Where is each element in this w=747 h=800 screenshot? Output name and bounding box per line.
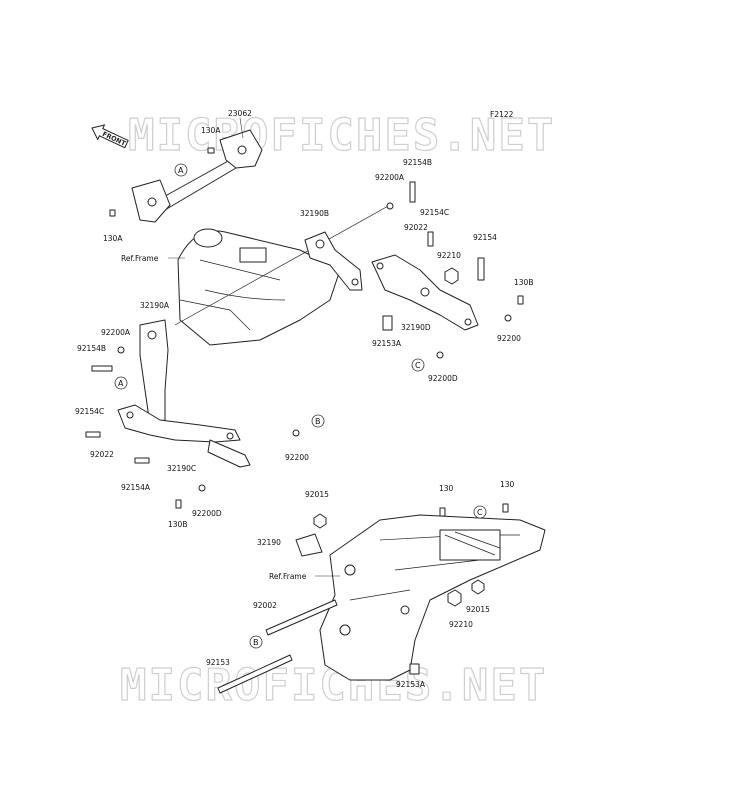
bracket-32190 <box>295 533 323 557</box>
label-92154B-top: 92154B <box>403 158 432 167</box>
label-92154C-left: 92154C <box>75 407 104 416</box>
front-arrow-icon: FRONT <box>91 124 129 149</box>
callout-a-top <box>174 163 188 177</box>
label-23062: 23062 <box>228 109 252 118</box>
callout-c-bottom <box>473 505 487 519</box>
callout-b-bottom <box>249 635 263 649</box>
label-92022-top: 92022 <box>404 223 428 232</box>
frame-upper <box>177 228 341 346</box>
label-130A-bottom: 130A <box>103 234 123 243</box>
callout-a-top-label: A <box>178 166 184 175</box>
label-92210-top: 92210 <box>437 251 461 260</box>
label-92153: 92153 <box>206 658 230 667</box>
label-92200-mid: 92200 <box>285 453 309 462</box>
label-92200A-left: 92200A <box>101 328 131 337</box>
label-92200A-top: 92200A <box>375 173 405 182</box>
callout-a-left <box>114 376 128 390</box>
callout-b-top-label: B <box>315 417 321 426</box>
label-130-a: 130 <box>439 484 454 493</box>
callout-b-top <box>311 414 325 428</box>
label-130A-top: 130A <box>201 126 221 135</box>
label-92200D-top: 92200D <box>428 374 458 383</box>
bracket-32190A <box>139 319 169 426</box>
rod-92002 <box>265 599 338 636</box>
label-92022-left: 92022 <box>90 450 114 459</box>
label-92154A: 92154A <box>121 483 151 492</box>
frame-lower <box>319 514 546 681</box>
label-130-b: 130 <box>500 480 515 489</box>
rod-upper <box>174 204 391 326</box>
ref-frame-bottom: Ref.Frame <box>269 572 307 581</box>
label-32190B: 32190B <box>300 209 329 218</box>
callout-c-bottom-label: C <box>477 508 483 517</box>
label-92154C-top: 92154C <box>420 208 449 217</box>
label-92153A-bottom: 92153A <box>396 680 426 689</box>
label-32190D: 32190D <box>401 323 431 332</box>
front-label: FRONT <box>101 130 127 148</box>
label-32190A: 32190A <box>140 301 170 310</box>
callout-c-top-label: C <box>415 361 421 370</box>
label-32190C: 32190C <box>167 464 196 473</box>
label-92002: 92002 <box>253 601 277 610</box>
bracket-23062 <box>131 129 263 223</box>
bracket-32190B <box>304 231 363 291</box>
callout-b-bottom-label: B <box>253 638 259 647</box>
label-92210-bottom: 92210 <box>449 620 473 629</box>
watermark-top: MICROFICHES.NET <box>128 110 555 161</box>
figure-code: F2122 <box>490 110 514 119</box>
label-92154B-left: 92154B <box>77 344 106 353</box>
label-32190: 32190 <box>257 538 281 547</box>
callout-c-top <box>411 358 425 372</box>
bracket-32190D <box>371 254 479 331</box>
label-92200D-left: 92200D <box>192 509 222 518</box>
bracket-32190C <box>117 404 251 468</box>
label-92015-top: 92015 <box>305 490 329 499</box>
rod-92153 <box>217 654 293 694</box>
label-92200-right: 92200 <box>497 334 521 343</box>
label-130B-left: 130B <box>168 520 187 529</box>
callout-a-left-label: A <box>118 379 124 388</box>
ref-frame-top: Ref.Frame <box>121 254 159 263</box>
label-92015-bottom: 92015 <box>466 605 490 614</box>
label-130B-right: 130B <box>514 278 533 287</box>
label-92154: 92154 <box>473 233 497 242</box>
label-92153A-top: 92153A <box>372 339 402 348</box>
